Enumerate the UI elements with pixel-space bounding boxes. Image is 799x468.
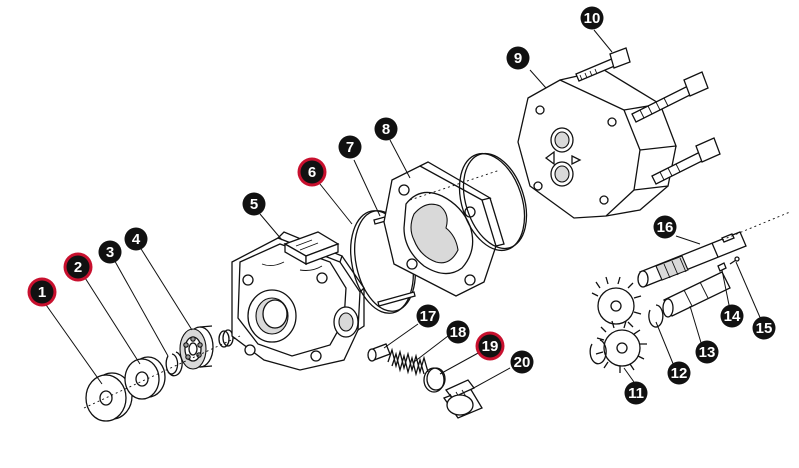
callout-1: 1 (27, 277, 57, 307)
callout-20: 20 (510, 350, 534, 374)
callout-marker (416, 304, 440, 328)
callout-10: 10 (580, 6, 604, 30)
part-5-pump-body (231, 231, 365, 371)
callout-18: 18 (446, 320, 470, 344)
callout-number: 14 (724, 308, 741, 325)
callout-number: 15 (756, 320, 773, 337)
callout-number: 3 (106, 244, 114, 261)
part-12-clip (648, 304, 664, 328)
part-9-end-cover (517, 69, 677, 219)
callout-marker (66, 255, 90, 279)
callout-15: 15 (752, 316, 776, 340)
callout-marker (624, 381, 648, 405)
callout-number: 8 (382, 121, 390, 138)
callout-marker (580, 6, 604, 30)
part-11-gears (591, 276, 647, 373)
leader-lines (43, 29, 763, 391)
callout-5: 5 (242, 192, 266, 216)
part-20-plug (442, 379, 483, 419)
part-10-bolts (575, 47, 721, 185)
callout-number: 5 (250, 196, 258, 213)
callout-8: 8 (374, 117, 398, 141)
callout-17: 17 (416, 304, 440, 328)
callout-marker (506, 46, 530, 70)
part-13-short-shaft (662, 271, 731, 318)
callout-6: 6 (297, 157, 327, 187)
part-11-clip (589, 339, 607, 365)
callout-marker (720, 304, 744, 328)
callout-number: 4 (132, 231, 141, 248)
part-18-spring (387, 347, 429, 377)
part-14-key (717, 262, 727, 272)
callout-number: 20 (514, 354, 531, 371)
callout-marker (30, 280, 54, 304)
callout-11: 11 (624, 381, 648, 405)
callout-marker (653, 215, 677, 239)
part-8-gear-housing (383, 161, 505, 297)
callout-number: 17 (420, 308, 437, 325)
callout-number: 11 (628, 385, 644, 402)
callout-7: 7 (338, 135, 362, 159)
callout-number: 16 (657, 219, 674, 236)
callout-number: 10 (584, 10, 601, 27)
callout-14: 14 (720, 304, 744, 328)
callout-marker (510, 350, 534, 374)
callout-number: 9 (514, 50, 522, 67)
callout-marker (478, 334, 502, 358)
callout-13: 13 (695, 340, 719, 364)
callout-number: 7 (346, 139, 354, 156)
callout-marker (695, 340, 719, 364)
part-2-seal-ring (124, 356, 166, 400)
callout-12: 12 (667, 361, 691, 385)
part-15-pin (729, 256, 740, 265)
part-8-o-ring (458, 152, 528, 252)
callout-marker (124, 227, 148, 251)
callout-marker (752, 316, 776, 340)
callout-number: 12 (671, 365, 688, 382)
part-4-small-ring (218, 329, 234, 348)
callout-marker (242, 192, 266, 216)
part-4-bearing (179, 325, 214, 370)
callout-4: 4 (124, 227, 148, 251)
callout-number: 2 (74, 259, 82, 276)
part-1-seal-washer (85, 372, 133, 422)
callout-marker (446, 320, 470, 344)
callout-number: 18 (450, 324, 467, 341)
callout-3: 3 (98, 240, 122, 264)
callout-9: 9 (506, 46, 530, 70)
center-axis-lines (83, 169, 791, 409)
part-16-drive-shaft (637, 231, 747, 288)
callout-16: 16 (653, 215, 677, 239)
callout-number: 6 (308, 164, 316, 181)
callout-marker (338, 135, 362, 159)
callout-2: 2 (63, 252, 93, 282)
part-17-plunger (367, 343, 391, 362)
callout-marker (667, 361, 691, 385)
callout-number: 19 (482, 338, 499, 355)
callout-number: 1 (38, 284, 46, 301)
callout-marker (374, 117, 398, 141)
callout-marker (98, 240, 122, 264)
part-19-o-ring (423, 367, 446, 393)
callout-marker (300, 160, 324, 184)
callout-number: 13 (699, 344, 716, 361)
callout-19: 19 (475, 331, 505, 361)
